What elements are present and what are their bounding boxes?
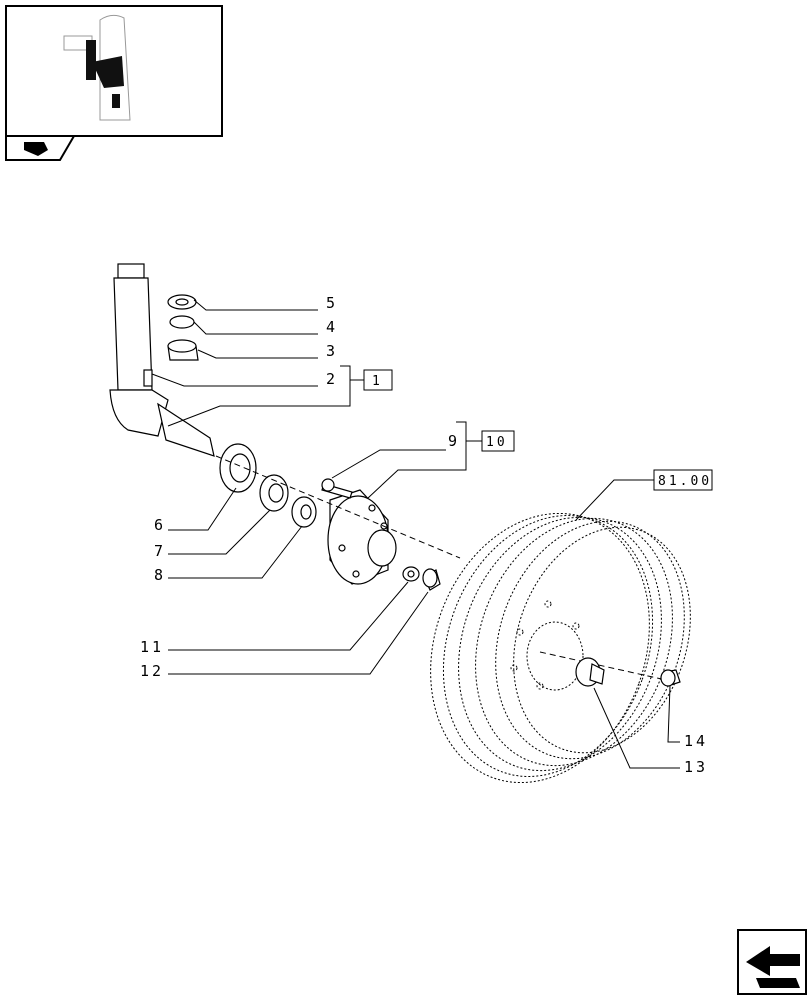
callout-4: 4 bbox=[326, 318, 338, 336]
bracket-1 bbox=[167, 365, 351, 427]
leader-9 bbox=[331, 449, 446, 479]
ref-box-1[interactable]: 1 bbox=[363, 369, 393, 391]
ref-box-10[interactable]: 10 bbox=[481, 430, 515, 452]
wheel-rim bbox=[430, 512, 691, 784]
next-page-arrow-icon[interactable] bbox=[737, 929, 807, 995]
washer-5 bbox=[167, 294, 197, 310]
tractor-tab-icon[interactable] bbox=[5, 135, 76, 161]
ref-1-label: 1 bbox=[372, 374, 383, 389]
leader-81 bbox=[575, 479, 654, 521]
callout-13: 13 bbox=[684, 758, 708, 776]
callout-14: 14 bbox=[684, 732, 708, 750]
leader-11 bbox=[168, 581, 409, 651]
seal-6 bbox=[219, 443, 257, 493]
bearing-8 bbox=[291, 496, 317, 528]
leader-8 bbox=[168, 525, 303, 579]
callout-6: 6 bbox=[154, 516, 166, 534]
leader-5 bbox=[193, 299, 318, 311]
callout-3: 3 bbox=[326, 342, 338, 360]
callout-5: 5 bbox=[326, 294, 338, 312]
leader-4 bbox=[193, 321, 318, 335]
ref-10-label: 10 bbox=[486, 435, 508, 450]
callout-12: 12 bbox=[140, 662, 164, 680]
callout-2: 2 bbox=[326, 370, 338, 388]
leader-2 bbox=[151, 373, 318, 387]
stud-9 bbox=[321, 478, 353, 499]
leader-3 bbox=[197, 349, 318, 359]
callout-9: 9 bbox=[448, 432, 460, 450]
steering-knuckle bbox=[109, 263, 215, 457]
leader-14 bbox=[667, 685, 680, 743]
nut-12 bbox=[422, 568, 441, 591]
callout-7: 7 bbox=[154, 542, 166, 560]
callout-11: 11 bbox=[140, 638, 164, 656]
nut-14 bbox=[660, 669, 681, 687]
wheel-hub bbox=[327, 489, 397, 585]
bearing-7 bbox=[259, 474, 289, 512]
ref-81-label: 81.00 bbox=[658, 474, 712, 489]
leader-13 bbox=[593, 687, 680, 769]
leader-12 bbox=[168, 591, 429, 675]
thumbnail-panel bbox=[5, 5, 223, 137]
washer-11 bbox=[402, 566, 420, 582]
leader-7 bbox=[168, 509, 271, 555]
tractor-location-thumbnail-icon bbox=[63, 14, 131, 121]
callout-8: 8 bbox=[154, 566, 166, 584]
washer-4 bbox=[169, 315, 195, 329]
bushing-3 bbox=[167, 339, 199, 361]
bracket-10 bbox=[367, 421, 467, 499]
leader-6 bbox=[168, 487, 237, 531]
ref-box-81[interactable]: 81.00 bbox=[653, 469, 713, 491]
stud-13 bbox=[575, 657, 605, 687]
